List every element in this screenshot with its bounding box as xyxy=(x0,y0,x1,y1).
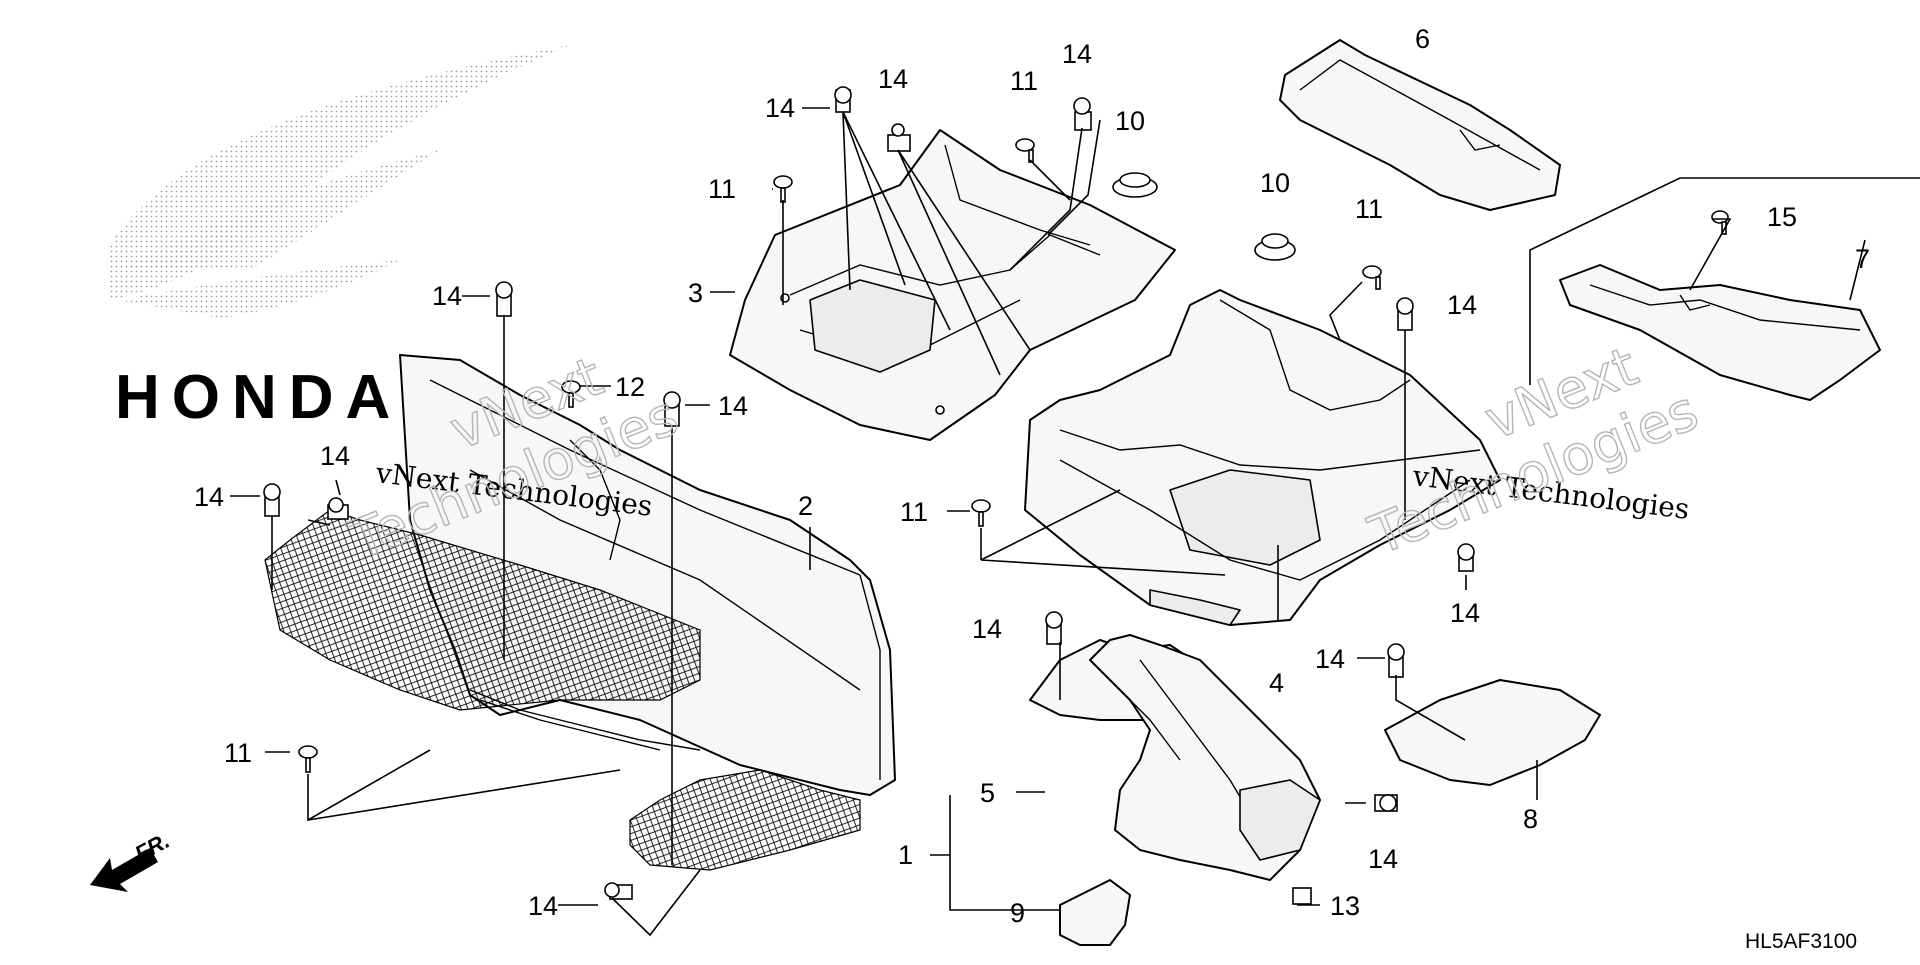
screw-icon xyxy=(971,499,991,527)
clip-icon xyxy=(834,86,852,113)
callout-7: 7 xyxy=(1855,244,1870,274)
callout-3: 3 xyxy=(688,278,703,308)
callout-4: 4 xyxy=(1269,668,1284,698)
callout-12: 12 xyxy=(615,372,645,402)
leader-lines xyxy=(230,107,1866,937)
screw-icon xyxy=(298,745,318,773)
callout-14: 14 xyxy=(1368,844,1398,874)
grommet-icon xyxy=(1254,233,1296,261)
callout-14: 14 xyxy=(320,441,350,471)
screw-icon xyxy=(773,175,793,203)
part-6-panel xyxy=(1279,39,1561,211)
callout-2: 2 xyxy=(798,491,813,521)
callout-14: 14 xyxy=(1062,39,1092,69)
callout-10: 10 xyxy=(1115,106,1145,136)
grommet-icon xyxy=(1112,172,1158,198)
clip-icon xyxy=(1387,643,1405,678)
callout-11: 11 xyxy=(900,497,928,527)
callout-9: 9 xyxy=(1010,898,1025,928)
callout-14: 14 xyxy=(878,64,908,94)
clip-icon xyxy=(1457,543,1475,572)
part-9-clip xyxy=(1059,879,1131,946)
callout-11: 11 xyxy=(708,174,736,204)
inset-frame xyxy=(1529,177,1920,385)
clip-icon xyxy=(495,281,513,317)
callout-14: 14 xyxy=(972,614,1002,644)
clip-icon xyxy=(1073,97,1092,131)
callout-8: 8 xyxy=(1523,804,1538,834)
callout-14: 14 xyxy=(528,891,558,921)
callouts: 14 14 11 14 10 6 11 3 10 11 15 7 14 12 1… xyxy=(194,24,1870,928)
screw-icon xyxy=(1015,138,1035,163)
callout-11: 11 xyxy=(1010,66,1038,96)
callout-10: 10 xyxy=(1260,168,1290,198)
screw-icon xyxy=(561,380,581,408)
callout-14: 14 xyxy=(765,93,795,123)
callout-1: 1 xyxy=(898,840,913,870)
callout-14: 14 xyxy=(432,281,462,311)
nut-icon xyxy=(1292,887,1312,905)
callout-14: 14 xyxy=(194,482,224,512)
part-3-tray xyxy=(729,129,1176,441)
part-8-plate xyxy=(1384,679,1601,786)
clip-icon xyxy=(1396,297,1414,331)
callout-11: 11 xyxy=(1355,194,1383,224)
clip-icon xyxy=(604,882,633,900)
callout-14: 14 xyxy=(1315,644,1345,674)
clip-icon xyxy=(1045,611,1063,645)
callout-14: 14 xyxy=(718,391,748,421)
clip-icon xyxy=(327,497,349,520)
diagram-code: HL5AF3100 xyxy=(1745,930,1857,953)
part-4-tray xyxy=(1024,289,1501,626)
svg-text:HONDA: HONDA xyxy=(115,363,402,432)
callout-14: 14 xyxy=(1450,598,1480,628)
callout-11: 11 xyxy=(224,738,252,768)
callout-14: 14 xyxy=(1447,290,1477,320)
part-1-assembly xyxy=(1089,634,1321,881)
clip-icon xyxy=(1374,794,1398,812)
screw-icon xyxy=(1711,210,1729,235)
front-arrow-icon: FR. xyxy=(90,828,174,892)
clip-icon xyxy=(663,391,681,427)
callout-6: 6 xyxy=(1415,24,1430,54)
clip-icon xyxy=(263,483,281,517)
part-7-panel xyxy=(1559,264,1881,401)
honda-wing-logo: HONDA xyxy=(110,45,570,432)
floor-mat-mesh xyxy=(264,509,861,871)
clip-icon xyxy=(887,123,911,152)
callout-5: 5 xyxy=(980,778,995,808)
callout-13: 13 xyxy=(1330,891,1360,921)
fasteners xyxy=(263,86,1729,905)
screw-icon xyxy=(1362,265,1382,290)
callout-15: 15 xyxy=(1767,202,1797,232)
